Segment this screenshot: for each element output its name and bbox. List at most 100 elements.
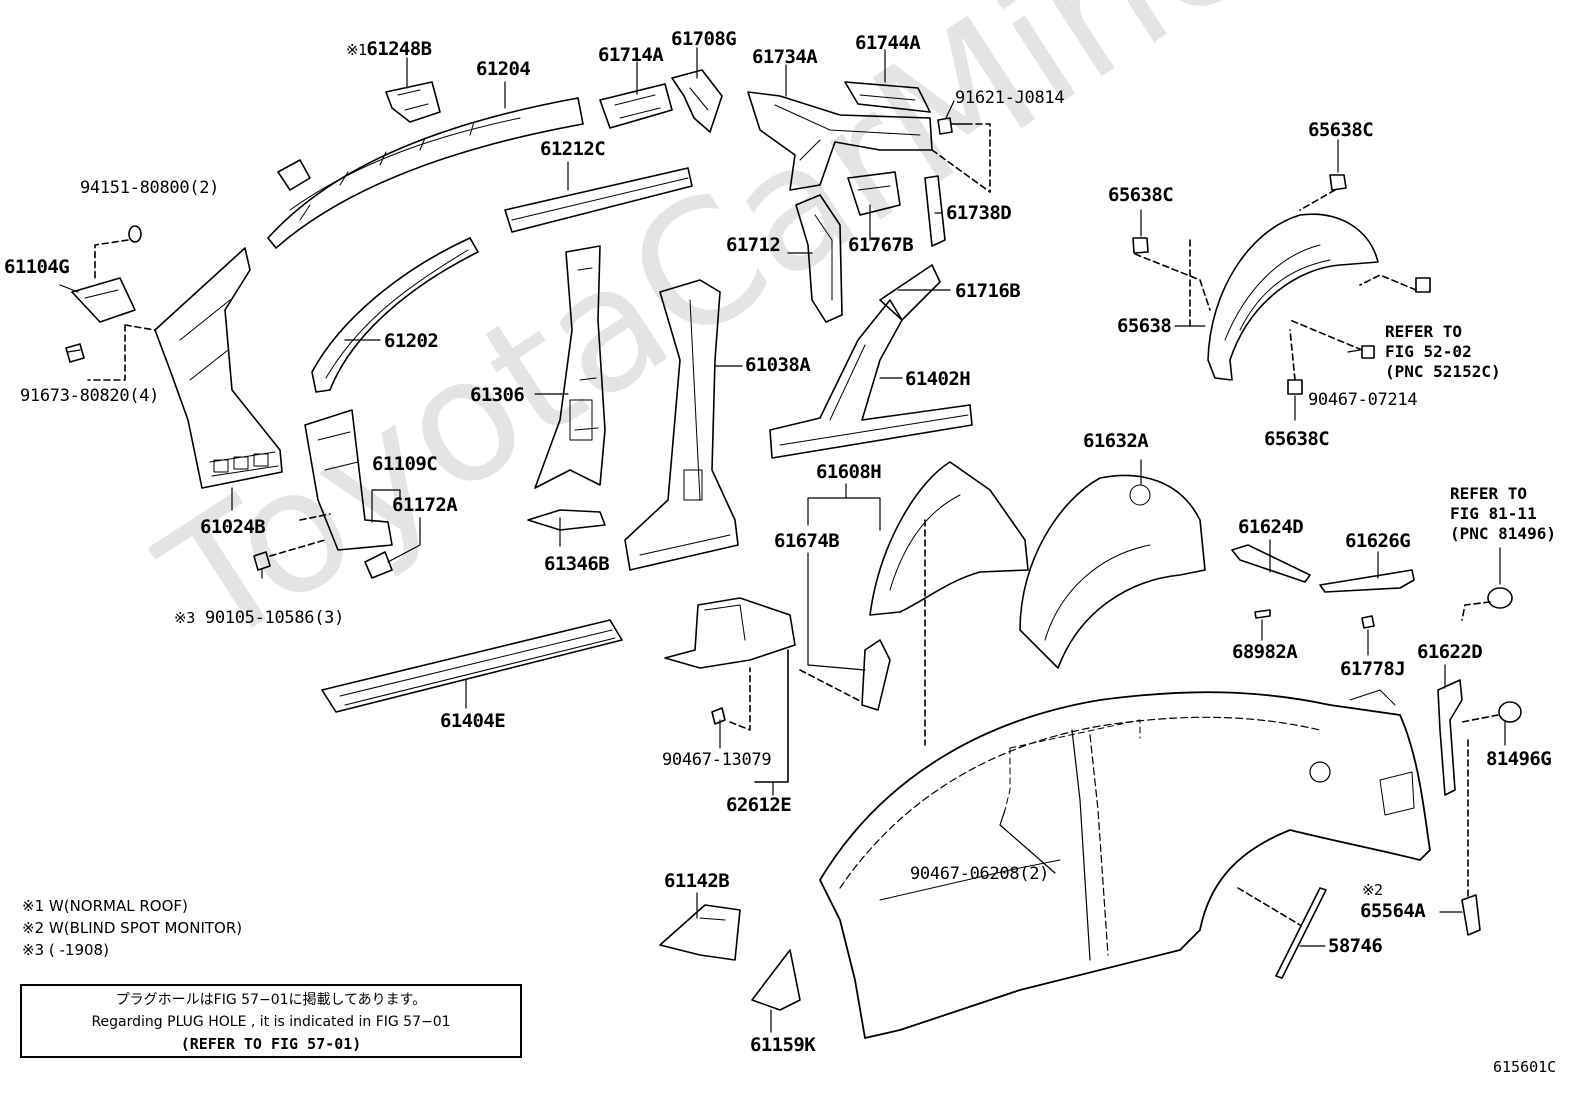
label-61024B: 61024B — [200, 516, 266, 538]
plug-hole-note-box: プラグホールはFIG 57−01に掲載してあります。 Regarding PLU… — [20, 984, 522, 1058]
nut-94151-80800 — [94, 225, 142, 281]
label-61674B: 61674B — [774, 530, 840, 552]
label-61708G: 61708G — [671, 28, 737, 50]
refer-fig-81-line1: REFER TO — [1450, 484, 1528, 503]
body-side-outer-panel — [819, 689, 1431, 1039]
label-61712: 61712 — [726, 234, 781, 256]
part-61202 — [311, 237, 479, 393]
part-61142B — [659, 904, 741, 961]
grommets-81496 — [1461, 587, 1522, 901]
label-61778J: 61778J — [1340, 658, 1406, 680]
part-65564A — [1461, 894, 1481, 936]
strip-part-61624D — [1231, 544, 1311, 619]
note-mark-1: ※1 — [346, 41, 367, 59]
bracket-part-61104G — [71, 277, 136, 323]
part-61632A — [1019, 474, 1206, 669]
refer-fig-52-02[interactable]: REFER TO FIG 52-02 (PNC 52152C) — [1385, 322, 1501, 382]
part-61109C — [253, 409, 393, 579]
roof-reinforcement-part-61212C — [504, 167, 693, 233]
wheel-liner-part-65638 — [1207, 213, 1379, 381]
label-61109C: 61109C — [372, 453, 438, 475]
b-pillar-part-61306 — [534, 245, 606, 489]
plug-hole-note-reference[interactable]: (REFER TO FIG 57-01) — [180, 1035, 362, 1053]
label-65638: 65638 — [1117, 315, 1172, 337]
label-61714A: 61714A — [598, 44, 664, 66]
label-68982A: 68982A — [1232, 641, 1298, 663]
part-61708G — [671, 69, 723, 133]
refer-fig-81-line2: FIG 81-11 — [1450, 504, 1537, 523]
note-mark-3: ※3 — [174, 609, 195, 627]
part-61714A — [599, 83, 673, 129]
label-90467-13079: 90467-13079 — [662, 750, 772, 770]
label-61738D: 61738D — [946, 202, 1012, 224]
bolt-91621-J0814 — [937, 117, 991, 193]
part-61159K — [751, 949, 801, 1011]
label-61212C: 61212C — [540, 138, 606, 160]
label-94151-80800: 94151-80800(2) — [80, 178, 220, 198]
footnote-3: ※3 ( -1908) — [22, 941, 109, 959]
label-58746: 58746 — [1328, 935, 1383, 957]
label-90105-text: 90105-10586(3) — [204, 608, 345, 628]
part-61402H — [769, 299, 973, 459]
label-61622D: 61622D — [1417, 641, 1483, 663]
label-61172A: 61172A — [392, 494, 458, 516]
label-61767B: 61767B — [848, 234, 914, 256]
part-62612E — [664, 597, 796, 783]
part-61738D — [924, 149, 991, 247]
label-91673-80820: 91673-80820(4) — [20, 386, 160, 406]
label-65564A-mark: ※2 — [1362, 880, 1383, 899]
part-61346B — [527, 509, 606, 531]
part-61622D — [1437, 679, 1463, 796]
figure-code: 615601C — [1493, 1058, 1557, 1076]
label-62612E: 62612E — [726, 794, 792, 816]
label-65638C-bottom: 65638C — [1264, 428, 1330, 450]
bracket-part-61248B — [385, 81, 441, 123]
label-61104G: 61104G — [4, 256, 70, 278]
note-mark-2: ※2 — [1362, 881, 1383, 899]
plug-hole-note-english: Regarding PLUG HOLE , it is indicated in… — [91, 1014, 451, 1030]
leader-lines — [59, 47, 1506, 1033]
label-61734A: 61734A — [752, 46, 818, 68]
refer-fig-52-line1: REFER TO — [1385, 322, 1463, 341]
plug-hole-note-japanese: プラグホールはFIG 57−01に掲載してあります。 — [115, 992, 427, 1008]
label-90105-10586: ※3 90105-10586(3) — [174, 610, 344, 627]
label-61248B-text: 61248B — [366, 38, 432, 60]
label-65638C-top: 65638C — [1308, 119, 1374, 141]
part-61767B — [847, 171, 901, 216]
label-61626G: 61626G — [1345, 530, 1411, 552]
footnotes: ※1 W(NORMAL ROOF) ※2 W(BLIND SPOT MONITO… — [22, 895, 242, 961]
label-65564A: 65564A — [1360, 900, 1426, 922]
label-61204: 61204 — [476, 58, 531, 80]
part-61608H — [869, 461, 1029, 746]
label-61248B: ※161248B — [346, 38, 432, 60]
part-61716B — [879, 264, 941, 321]
label-90467-07214: 90467-07214 — [1308, 390, 1418, 410]
refer-fig-81-line3: (PNC 81496) — [1450, 524, 1556, 543]
roof-rail-part-61204 — [267, 97, 584, 249]
refer-fig-52-line3: (PNC 52152C) — [1385, 362, 1501, 381]
footnote-2: ※2 W(BLIND SPOT MONITOR) — [22, 919, 243, 937]
rocker-part-61404E — [321, 619, 623, 713]
label-61346B: 61346B — [544, 553, 610, 575]
part-61674B — [799, 639, 891, 711]
label-91621-J0814: 91621-J0814 — [955, 88, 1065, 108]
label-61624D: 61624D — [1238, 516, 1304, 538]
label-61038A: 61038A — [745, 354, 811, 376]
part-61744A — [844, 81, 931, 113]
label-90467-06208: 90467-06208(2) — [910, 864, 1050, 884]
label-61632A: 61632A — [1083, 430, 1149, 452]
part-61712 — [795, 194, 843, 323]
label-61404E: 61404E — [440, 710, 506, 732]
label-61608H: 61608H — [816, 461, 882, 483]
b-pillar-outer-part-61038A — [624, 279, 739, 571]
refer-fig-52-line2: FIG 52-02 — [1385, 342, 1472, 361]
label-61306: 61306 — [470, 384, 525, 406]
a-pillar-part-61024B — [154, 247, 283, 489]
label-61716B: 61716B — [955, 280, 1021, 302]
label-65638C-left: 65638C — [1108, 184, 1174, 206]
label-61202: 61202 — [384, 330, 439, 352]
bolt-91673-80820 — [65, 324, 156, 381]
label-61402H: 61402H — [905, 368, 971, 390]
refer-fig-81-11[interactable]: REFER TO FIG 81-11 (PNC 81496) — [1450, 484, 1556, 544]
